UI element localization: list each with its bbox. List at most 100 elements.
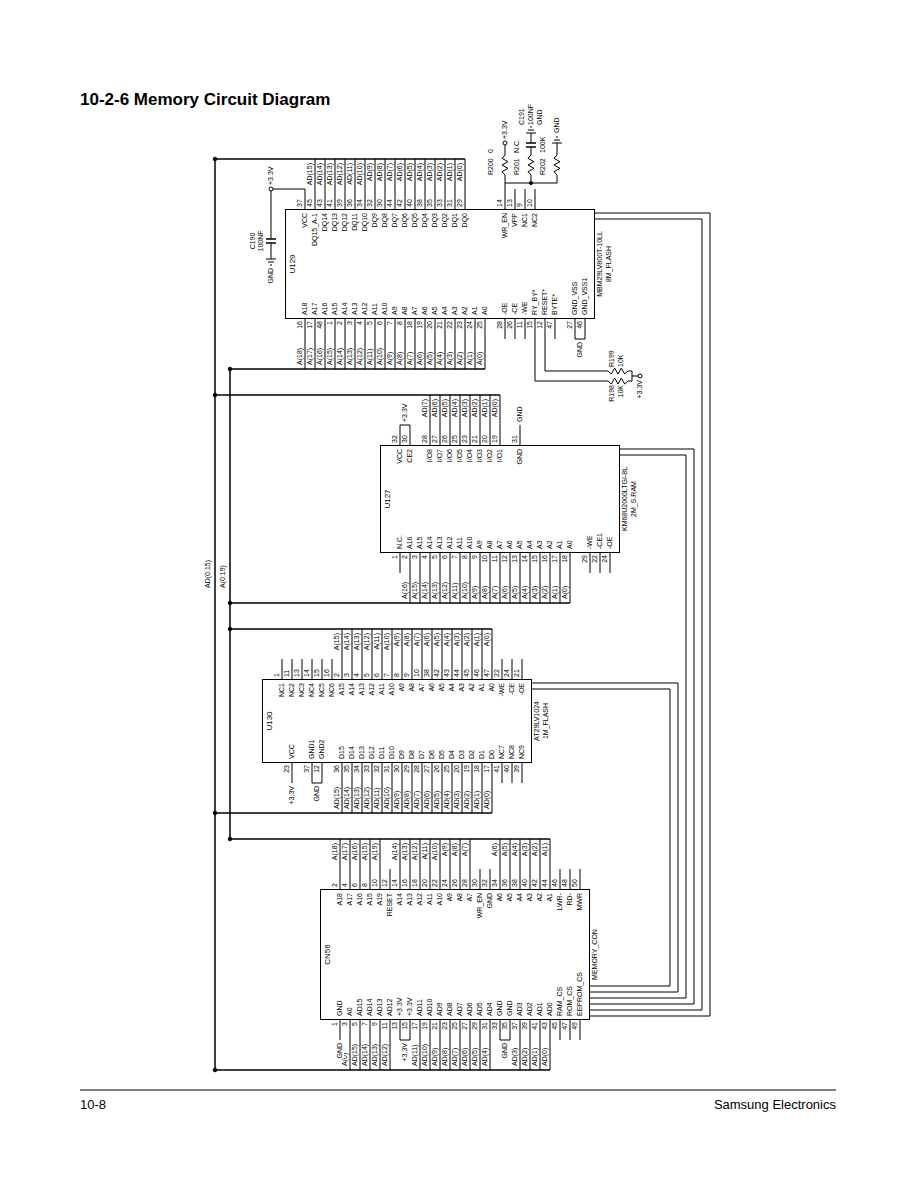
pin-name: NC9	[517, 745, 527, 759]
bus-net-label: A(1)	[466, 352, 474, 365]
bus-net-label: AD(13)	[326, 163, 334, 185]
pin-number: 38	[511, 879, 519, 887]
pin-number: 3	[346, 321, 354, 325]
pin-wire	[570, 869, 571, 889]
bus-net-label: A(15)	[326, 348, 334, 365]
pin-number: 35	[501, 1022, 509, 1030]
control-signal-wire	[590, 213, 710, 1016]
bus-net-label: AD(4)	[451, 399, 459, 417]
pin-name: AD13	[375, 998, 385, 1016]
bus-net-label: A(14)	[421, 582, 429, 599]
pin-number: 29	[403, 765, 411, 773]
bus-net-label: A(10)	[376, 348, 384, 365]
pin-name: A4	[515, 893, 525, 902]
ground-label: GND	[313, 786, 321, 802]
bus-net-label: AD(15)	[306, 163, 314, 185]
bus-net-label: AD(1)	[531, 1048, 539, 1066]
pin-name: NC1	[520, 213, 530, 227]
pin-name: DQ12	[340, 213, 350, 231]
pin-number: 24	[441, 879, 449, 887]
pin-name: D14	[347, 746, 357, 759]
part-reference: R200	[487, 158, 495, 175]
pin-name: A3	[525, 893, 535, 902]
pin-name: D2	[467, 750, 477, 759]
part-number: 1M_FLASH	[542, 703, 550, 739]
power-net-label: +3.3V	[401, 1043, 409, 1062]
pin-name: I/O1	[495, 449, 505, 462]
pin-number: 6	[376, 321, 384, 325]
pin-number: 14	[303, 669, 311, 677]
bus-net-label: AD(0)	[541, 1048, 549, 1066]
pin-number: 2	[401, 555, 409, 559]
bus-line	[230, 628, 492, 630]
bus-net-label: A(17)	[306, 348, 314, 365]
pin-number: 29	[581, 555, 589, 563]
pin-name: A10	[435, 893, 445, 905]
pin-number: 39	[521, 1022, 529, 1030]
pin-wire	[490, 869, 491, 889]
bus-net-label: A(10)	[431, 843, 439, 860]
bus-net-label: A(12)	[356, 348, 364, 365]
pin-number: 21	[436, 321, 444, 329]
bus-net-label: AD(0)	[491, 399, 499, 417]
pin-number: 30	[401, 435, 409, 443]
bus-net-label: AD(8)	[403, 791, 411, 809]
pin-name: A18	[300, 303, 310, 315]
part-reference: R199	[608, 350, 616, 367]
pin-number: 17	[306, 321, 314, 329]
pin-number: 46	[473, 669, 481, 677]
pin-number: 12	[501, 555, 509, 563]
pin-name: A16	[405, 537, 415, 549]
connector-group	[532, 213, 710, 1016]
pin-number: 32	[391, 435, 399, 443]
pin-number: 27	[423, 765, 431, 773]
bus-net-label: A(16)	[316, 348, 324, 365]
bus-net-label: AD(4)	[481, 1048, 489, 1066]
pin-wire	[535, 381, 608, 382]
pin-number: 41	[326, 199, 334, 207]
pin-wire	[292, 659, 293, 679]
bus-net-label: A(14)	[391, 843, 399, 860]
pin-number: 35	[426, 199, 434, 207]
bus-net-label: AD(2)	[471, 399, 479, 417]
pin-number: 46	[576, 321, 584, 329]
bus-net-label: A(11)	[366, 348, 374, 365]
pin-wire	[557, 175, 558, 183]
bus-net-label: A(16)	[401, 582, 409, 599]
bus-net-label: A(9)	[441, 843, 449, 856]
pin-name: RESET	[385, 893, 395, 916]
pin-number: 16	[401, 879, 409, 887]
pin-number: 22	[591, 555, 599, 563]
pin-number: 20	[426, 321, 434, 329]
pin-name: D15	[337, 746, 347, 759]
pin-number: 23	[456, 321, 464, 329]
ground-symbol	[530, 127, 532, 128]
pin-name: A9	[397, 683, 407, 692]
reference-designator: CN56	[322, 944, 333, 964]
pin-name: -CE	[507, 683, 517, 695]
pin-name: A5	[505, 893, 515, 902]
sram-chip: U127KM68U2000LTGI-8L2M_S.RAMN.C.1A162A15…	[380, 445, 620, 553]
pin-number: 7	[451, 555, 459, 559]
pin-name: I/O4	[465, 449, 475, 462]
bus-net-label: A(10)	[461, 582, 469, 599]
ground-label: GND	[267, 268, 275, 284]
pin-number: 6	[351, 883, 359, 887]
bus-net-label: A(15)	[411, 582, 419, 599]
pin-wire	[590, 553, 591, 573]
bus-line	[214, 159, 216, 1070]
bus-net-label: AD(4)	[416, 163, 424, 181]
pin-number: 3	[343, 673, 351, 677]
pin-name: A7	[465, 893, 475, 902]
bus-net-label: A(4)	[443, 633, 451, 646]
pin-number: 13	[293, 669, 301, 677]
bus-net-label: AD(13)	[371, 1044, 379, 1066]
ground-label: GND	[501, 1043, 509, 1059]
resistor-symbol	[554, 155, 560, 175]
pin-number: 2	[331, 883, 339, 887]
pin-number: 26	[451, 879, 459, 887]
pin-name: A0	[480, 306, 490, 315]
pin-number: 11	[516, 321, 524, 328]
part-value: 100K	[539, 137, 547, 153]
